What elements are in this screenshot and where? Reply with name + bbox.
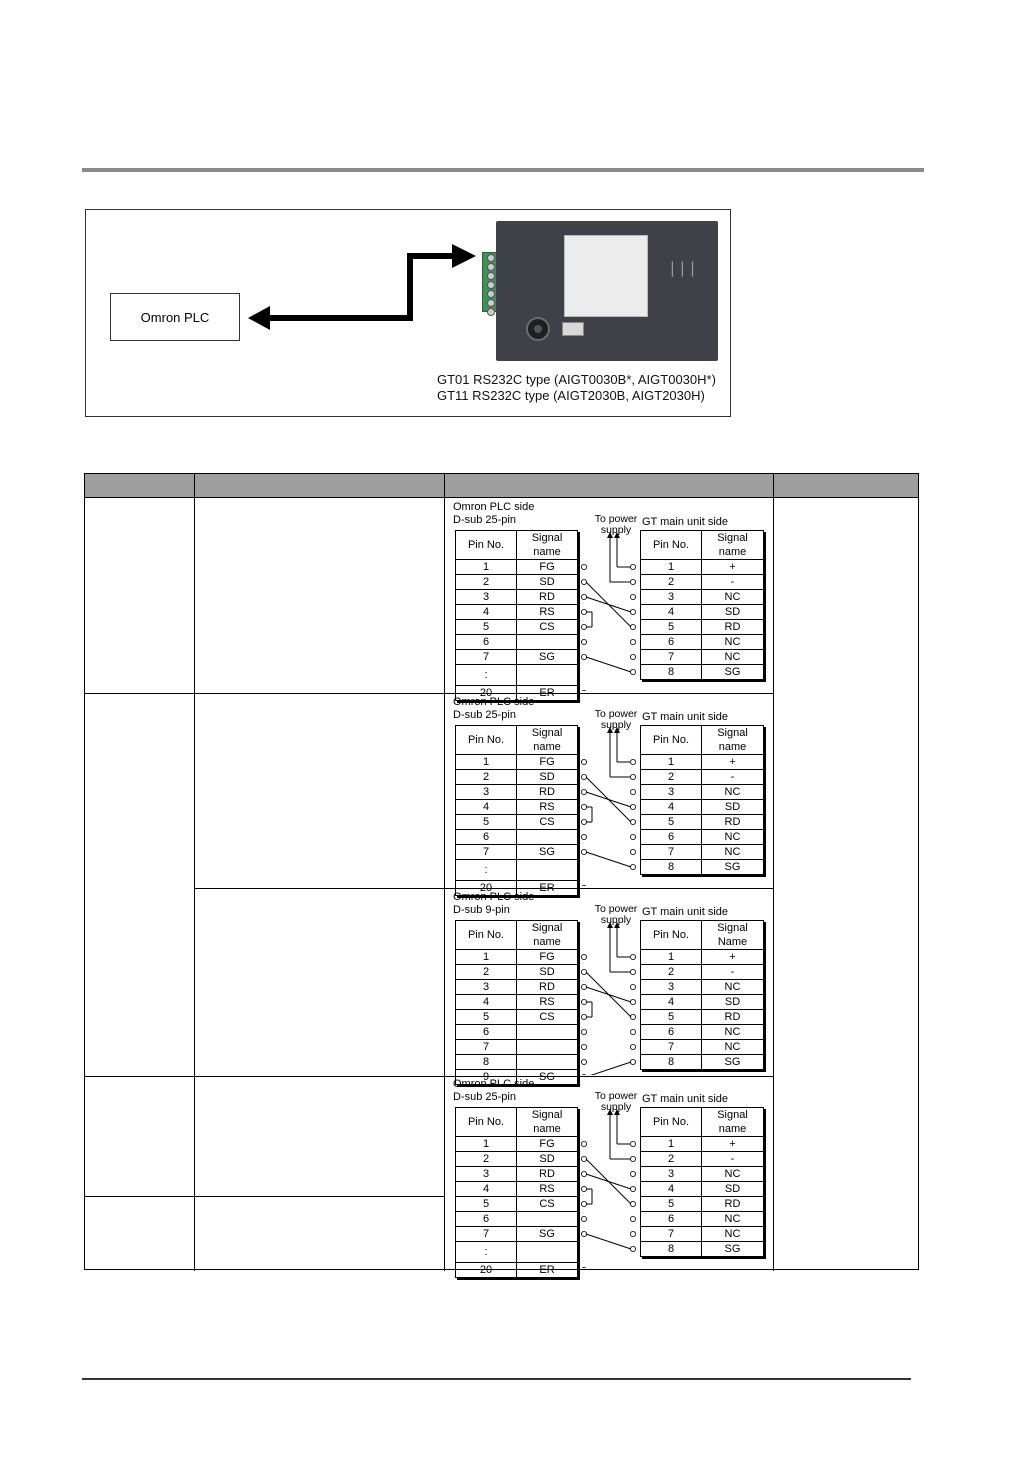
lcd-screen bbox=[564, 235, 648, 317]
header-cell: Signal name bbox=[516, 920, 578, 950]
wiring-lines bbox=[580, 1109, 636, 1268]
caption-line-1: GT01 RS232C type (AIGT0030B*, AIGT0030H*… bbox=[437, 372, 716, 387]
omron-plc-box: Omron PLC bbox=[110, 293, 240, 341]
pin-cell: 20 bbox=[455, 1262, 517, 1278]
power-label: To power bbox=[594, 708, 638, 720]
wiring-diagram-1: Omron PLC side D-sub 25-pin To power sup… bbox=[453, 501, 771, 701]
signal-cell: FG bbox=[516, 949, 578, 965]
gt-side-title: GT main unit side bbox=[642, 516, 729, 528]
wiring-lines bbox=[580, 532, 636, 691]
signal-cell: RD bbox=[701, 619, 764, 635]
signal-cell: ER bbox=[516, 880, 578, 896]
header-cell: Pin No. bbox=[640, 1107, 702, 1137]
signal-cell: RS bbox=[516, 994, 578, 1010]
signal-cell: SG bbox=[701, 1241, 764, 1257]
connector-type: D-sub 25-pin bbox=[453, 709, 516, 721]
wiring-lines bbox=[580, 922, 636, 1075]
signal-cell: NC bbox=[701, 829, 764, 845]
connector-type: D-sub 25-pin bbox=[453, 1091, 516, 1103]
gt-side-title: GT main unit side bbox=[642, 711, 729, 723]
connector-type: D-sub 25-pin bbox=[453, 514, 516, 526]
connection-arrow-icon bbox=[248, 244, 476, 330]
header-cell: Pin No. bbox=[640, 920, 702, 950]
wiring-lines bbox=[580, 727, 636, 886]
signal-cell: SG bbox=[701, 859, 764, 875]
connection-overview-figure: Omron PLC ||| GT01 RS232C type (AIGT0030… bbox=[85, 209, 731, 417]
terminal-block-icon bbox=[482, 252, 500, 316]
signal-cell: NC bbox=[701, 1211, 764, 1227]
header-cell: Signal Name bbox=[701, 920, 764, 950]
power-label-2: supply bbox=[600, 914, 632, 926]
signal-cell: FG bbox=[516, 559, 578, 575]
header-cell: Pin No. bbox=[455, 530, 517, 560]
plc-side-title: Omron PLC side bbox=[453, 696, 535, 708]
header-cell: Pin No. bbox=[455, 725, 517, 755]
signal-cell: CS bbox=[516, 1009, 578, 1025]
pin-cell: 9 bbox=[455, 1069, 517, 1085]
wiring-diagram-2: Omron PLC side D-sub 25-pin To power sup… bbox=[453, 696, 771, 896]
gt-side-title: GT main unit side bbox=[642, 906, 729, 918]
signal-cell: RS bbox=[516, 799, 578, 815]
pin-cell: 20 bbox=[455, 685, 517, 701]
signal-cell: RD bbox=[516, 589, 578, 605]
wiring-diagram-3: Omron PLC side D-sub 9-pin To power supp… bbox=[453, 891, 771, 1085]
power-label-2: supply bbox=[600, 524, 632, 536]
header-cell: Pin No. bbox=[455, 1107, 517, 1137]
signal-cell: ER bbox=[516, 1262, 578, 1278]
signal-cell: FG bbox=[516, 1136, 578, 1152]
power-label: To power bbox=[594, 513, 638, 525]
signal-cell: SG bbox=[701, 1054, 764, 1070]
header-cell: Signal name bbox=[516, 725, 578, 755]
signal-cell: SG bbox=[701, 664, 764, 680]
caption-line-2: GT11 RS232C type (AIGT2030B, AIGT2030H) bbox=[437, 388, 705, 403]
power-label-2: supply bbox=[600, 719, 632, 731]
gt-side-title: GT main unit side bbox=[642, 1093, 729, 1105]
signal-cell: ER bbox=[516, 685, 578, 701]
signal-cell: RD bbox=[701, 814, 764, 830]
header-cell: Signal name bbox=[516, 530, 578, 560]
tool-port-icon bbox=[526, 317, 550, 341]
gt-unit-image: ||| bbox=[496, 221, 718, 361]
signal-cell: - bbox=[701, 574, 764, 590]
vent-icon: ||| bbox=[667, 259, 698, 277]
dip-switch-icon bbox=[562, 322, 584, 336]
connector-type: D-sub 9-pin bbox=[453, 904, 510, 916]
header-cell: Pin No. bbox=[640, 530, 702, 560]
signal-cell: RD bbox=[701, 1009, 764, 1025]
signal-cell: NC bbox=[701, 589, 764, 605]
plc-side-title: Omron PLC side bbox=[453, 501, 535, 513]
plc-side-title: Omron PLC side bbox=[453, 1078, 535, 1090]
power-label: To power bbox=[594, 903, 638, 915]
footer-rule bbox=[82, 1378, 911, 1380]
plc-side-title: Omron PLC side bbox=[453, 891, 535, 903]
table-header-row bbox=[85, 474, 918, 498]
signal-cell: RS bbox=[516, 604, 578, 620]
header-cell: Signal name bbox=[701, 530, 764, 560]
power-label: To power bbox=[594, 1090, 638, 1102]
omron-plc-label: Omron PLC bbox=[140, 309, 210, 325]
header-cell: Pin No. bbox=[455, 920, 517, 950]
header-rule bbox=[82, 168, 924, 172]
signal-cell: SG bbox=[516, 1069, 578, 1085]
header-cell: Signal name bbox=[701, 1107, 764, 1137]
wiring-diagram-4: Omron PLC side D-sub 25-pin To power sup… bbox=[453, 1078, 771, 1278]
power-label-2: supply bbox=[600, 1101, 632, 1113]
device-caption: GT01 RS232C type (AIGT0030B*, AIGT0030H*… bbox=[437, 372, 716, 404]
